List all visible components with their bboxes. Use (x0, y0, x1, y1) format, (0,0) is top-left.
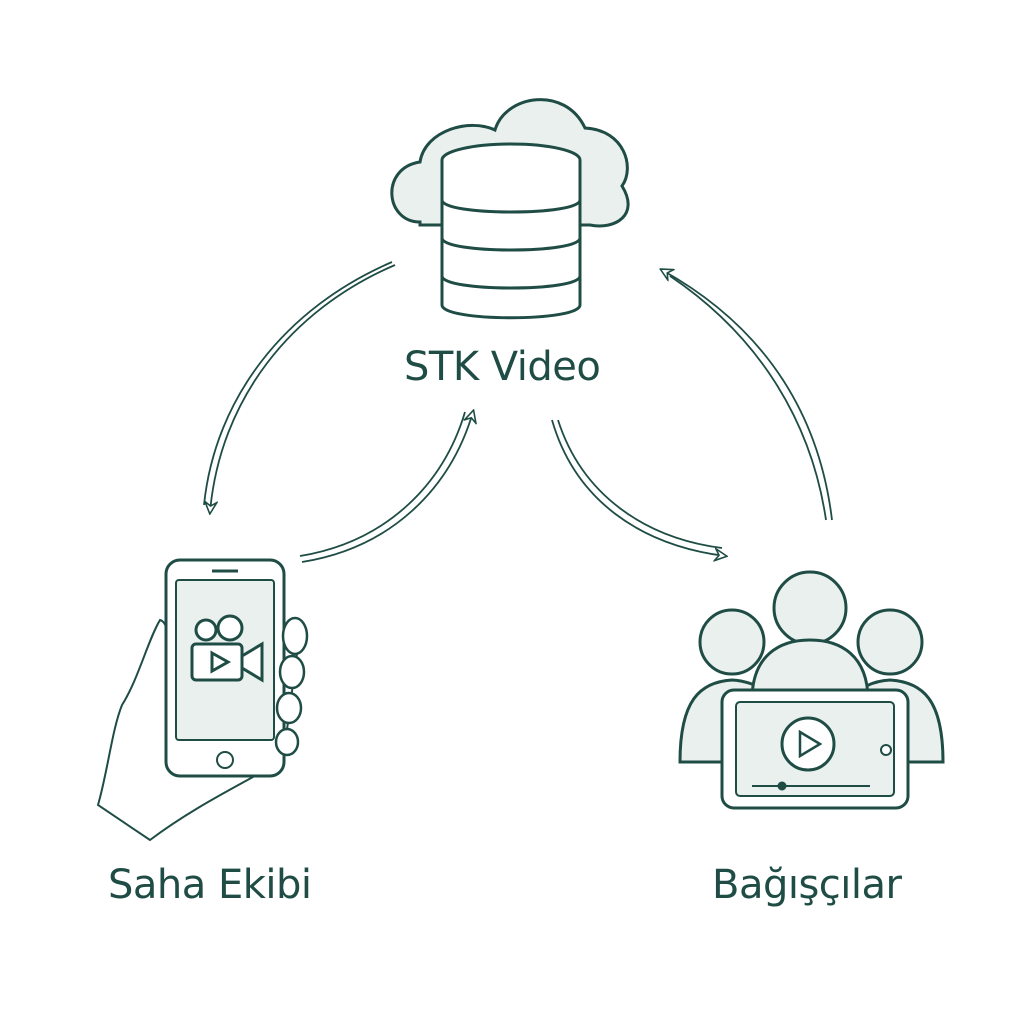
arrow-left-to-center (299, 412, 473, 563)
arrow-center-to-right (551, 419, 725, 556)
cloud-database-icon (390, 98, 630, 320)
arrow-right-to-center (662, 270, 833, 521)
saha-ekibi-label: Saha Ekibi (108, 862, 312, 908)
audience-video-icon (678, 570, 945, 810)
arrow-center-to-left (204, 261, 396, 512)
stk-video-label: STK Video (404, 344, 601, 390)
phone-camera-icon (96, 558, 309, 842)
bagiscilar-label: Bağışçılar (712, 862, 902, 908)
